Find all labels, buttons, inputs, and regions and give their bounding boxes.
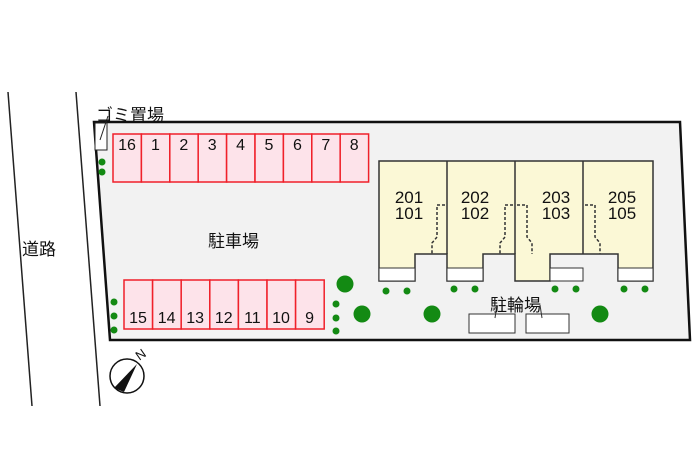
parking-stall-number: 13: [186, 310, 205, 327]
parking-stall: [180, 279, 211, 330]
road-edge-left: [7, 91, 33, 407]
parking-stall: [237, 279, 268, 330]
garbage-leader: [99, 115, 109, 141]
parking-stall: [254, 133, 285, 183]
parking-stall-number: 2: [179, 137, 189, 154]
parking-stall: [151, 279, 182, 330]
north-arrow-icon: [109, 358, 145, 394]
parking-stall-number: 1: [150, 137, 160, 154]
parking-stall-number: 5: [264, 137, 274, 154]
parking-stall-number: 6: [292, 137, 302, 154]
parking-stall-number: 4: [236, 137, 246, 154]
bicycle-shed: [525, 313, 570, 334]
parking-stall: [311, 133, 341, 183]
parking-stall: [123, 279, 154, 330]
bicycle-leader: [494, 304, 498, 319]
parking-label: 駐車場: [208, 232, 259, 251]
parking-stall-number: 9: [305, 310, 315, 327]
parking-stall-number: 8: [349, 137, 359, 154]
trees: [336, 275, 609, 323]
bicycle-parking-label: 駐輪場: [490, 296, 541, 315]
parking-stall: [169, 133, 199, 183]
parking-stall: [266, 279, 297, 330]
road-edge-right: [75, 91, 101, 407]
parking-stall-number: 7: [321, 137, 331, 154]
parking-stall-number: 15: [129, 310, 147, 327]
parking-stall: [225, 133, 256, 183]
parking-stall-number: 3: [207, 137, 217, 154]
garbage-area-label: ゴミ置場: [96, 106, 164, 125]
parking-stall: [294, 279, 325, 330]
road-label: 道路: [22, 240, 56, 259]
parking-stall-number: 14: [157, 310, 176, 327]
building: [378, 160, 654, 282]
parking-stall-number: 12: [214, 310, 233, 327]
parking-stall-number: 11: [244, 310, 261, 327]
parking-stall: [339, 133, 370, 183]
parking-stall: [282, 133, 313, 183]
parking-stall-number: 16: [118, 137, 136, 154]
parking-stall: [197, 133, 228, 183]
parking-stall: [112, 133, 143, 183]
parking-stall-number: 10: [272, 310, 290, 327]
bicycle-shed: [468, 313, 516, 334]
shrubs: [98, 158, 649, 335]
bicycle-leader: [539, 304, 543, 319]
